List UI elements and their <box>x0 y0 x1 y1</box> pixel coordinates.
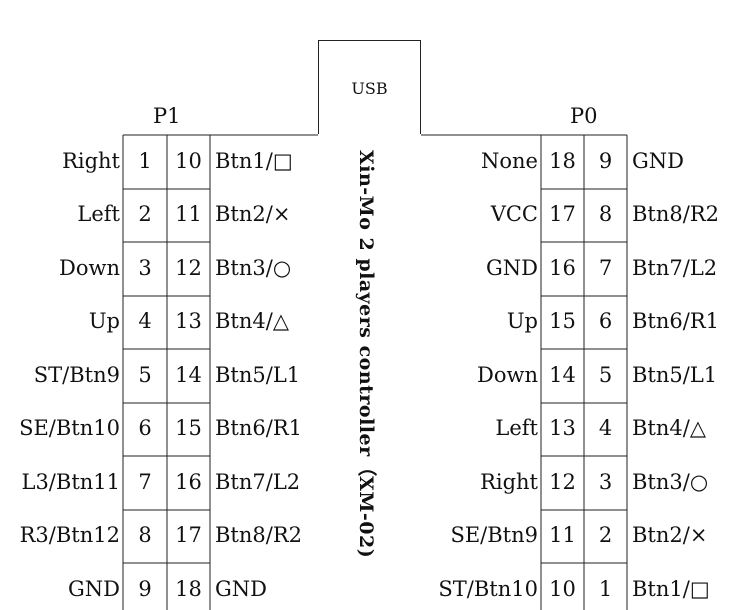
p0-pin-a: 11 <box>549 523 576 547</box>
p1-left-label: Down <box>59 256 120 280</box>
p0-left-label: None <box>481 149 538 173</box>
p1-right-label: Btn2/× <box>215 202 291 226</box>
p1-pin-a: 3 <box>138 256 152 280</box>
p0-pin-b: 5 <box>598 363 613 387</box>
p0-left-label: Right <box>480 470 538 494</box>
p0-right-label: Btn8/R2 <box>632 202 720 226</box>
p1-left-label: Left <box>77 202 120 226</box>
p0-left-label: ST/Btn10 <box>438 577 538 601</box>
p1-left-label: Up <box>88 309 120 333</box>
p1-right-label: Btn3/○ <box>215 256 292 280</box>
p1-header: P1 <box>153 104 181 128</box>
p1-right-label: Btn1/□ <box>215 149 293 173</box>
usb-label: USB <box>351 79 388 98</box>
p0-left-label: GND <box>486 256 538 280</box>
p1-left-label: R3/Btn12 <box>19 523 120 547</box>
p0-pin-b: 2 <box>598 523 613 547</box>
p1-right-label: Btn4/△ <box>215 309 289 333</box>
p0-right-label: Btn3/○ <box>632 470 709 494</box>
p0-right-label: GND <box>632 149 684 173</box>
p0-pin-b: 1 <box>598 577 613 601</box>
p1-pin-a: 9 <box>138 577 152 601</box>
p1-pin-a: 1 <box>138 149 152 173</box>
p1-pin-b: 15 <box>175 416 202 440</box>
p0-pin-a: 18 <box>549 149 576 173</box>
p1-pin-a: 8 <box>138 523 152 547</box>
p0-left-label: Left <box>495 416 538 440</box>
p1-left-label: Right <box>62 149 120 173</box>
p1-right-label: Btn5/L1 <box>215 363 301 387</box>
controller-title-text: Xin-Mo 2 players controller（XM-02) <box>355 150 377 559</box>
p1-pin-b: 11 <box>175 202 202 226</box>
p0-pin-b: 9 <box>598 149 613 173</box>
p1-pin-b: 13 <box>175 309 202 333</box>
p1-left-label: L3/Btn11 <box>21 470 121 494</box>
p1-pin-b: 18 <box>175 577 202 601</box>
p0-left-label: Up <box>506 309 538 333</box>
p0-pin-a: 17 <box>549 202 576 226</box>
p0-pin-b: 3 <box>598 470 613 494</box>
p0-left-label: SE/Btn9 <box>450 523 538 547</box>
p0-pin-a: 10 <box>549 577 576 601</box>
p0-right-label: Btn5/L1 <box>632 363 718 387</box>
p0-header: P0 <box>570 104 598 128</box>
p1-pin-a: 2 <box>138 202 152 226</box>
p1-right-label: Btn6/R1 <box>215 416 303 440</box>
p0-right-label: Btn4/△ <box>632 416 706 440</box>
usb-connector: USB <box>318 40 421 134</box>
p1-pin-a: 6 <box>138 416 152 440</box>
p1-right-label: Btn7/L2 <box>215 470 301 494</box>
p0-right-label: Btn7/L2 <box>632 256 718 280</box>
p0-pin-a: 15 <box>549 309 576 333</box>
p1-left-label: SE/Btn10 <box>19 416 120 440</box>
p1-pin-b: 16 <box>175 470 202 494</box>
p0-left-label: VCC <box>490 202 538 226</box>
p0-pin-b: 7 <box>598 256 613 280</box>
p1-right-label: Btn8/R2 <box>215 523 303 547</box>
p0-right-label: Btn2/× <box>632 523 708 547</box>
p0-right-label: Btn6/R1 <box>632 309 720 333</box>
p1-pin-b: 14 <box>175 363 202 387</box>
p1-pin-a: 5 <box>138 363 152 387</box>
p1-left-label: GND <box>68 577 120 601</box>
p0-pin-a: 14 <box>549 363 576 387</box>
p0-pin-a: 12 <box>549 470 576 494</box>
p1-pin-a: 4 <box>138 309 152 333</box>
p0-pin-a: 16 <box>549 256 576 280</box>
p0-right-label: Btn1/□ <box>632 577 710 601</box>
p1-left-label: ST/Btn9 <box>33 363 120 387</box>
p1-pin-a: 7 <box>138 470 152 494</box>
p1-pin-b: 12 <box>175 256 202 280</box>
p0-pin-b: 6 <box>598 309 613 333</box>
p0-pin-b: 4 <box>598 416 613 440</box>
p0-pin-b: 8 <box>598 202 613 226</box>
p1-pin-b: 17 <box>175 523 202 547</box>
controller-title: Xin-Mo 2 players controller（XM-02) <box>353 150 377 610</box>
p1-pin-b: 10 <box>175 149 202 173</box>
p0-pin-a: 13 <box>549 416 576 440</box>
p1-right-label: GND <box>215 577 267 601</box>
p0-left-label: Down <box>477 363 538 387</box>
